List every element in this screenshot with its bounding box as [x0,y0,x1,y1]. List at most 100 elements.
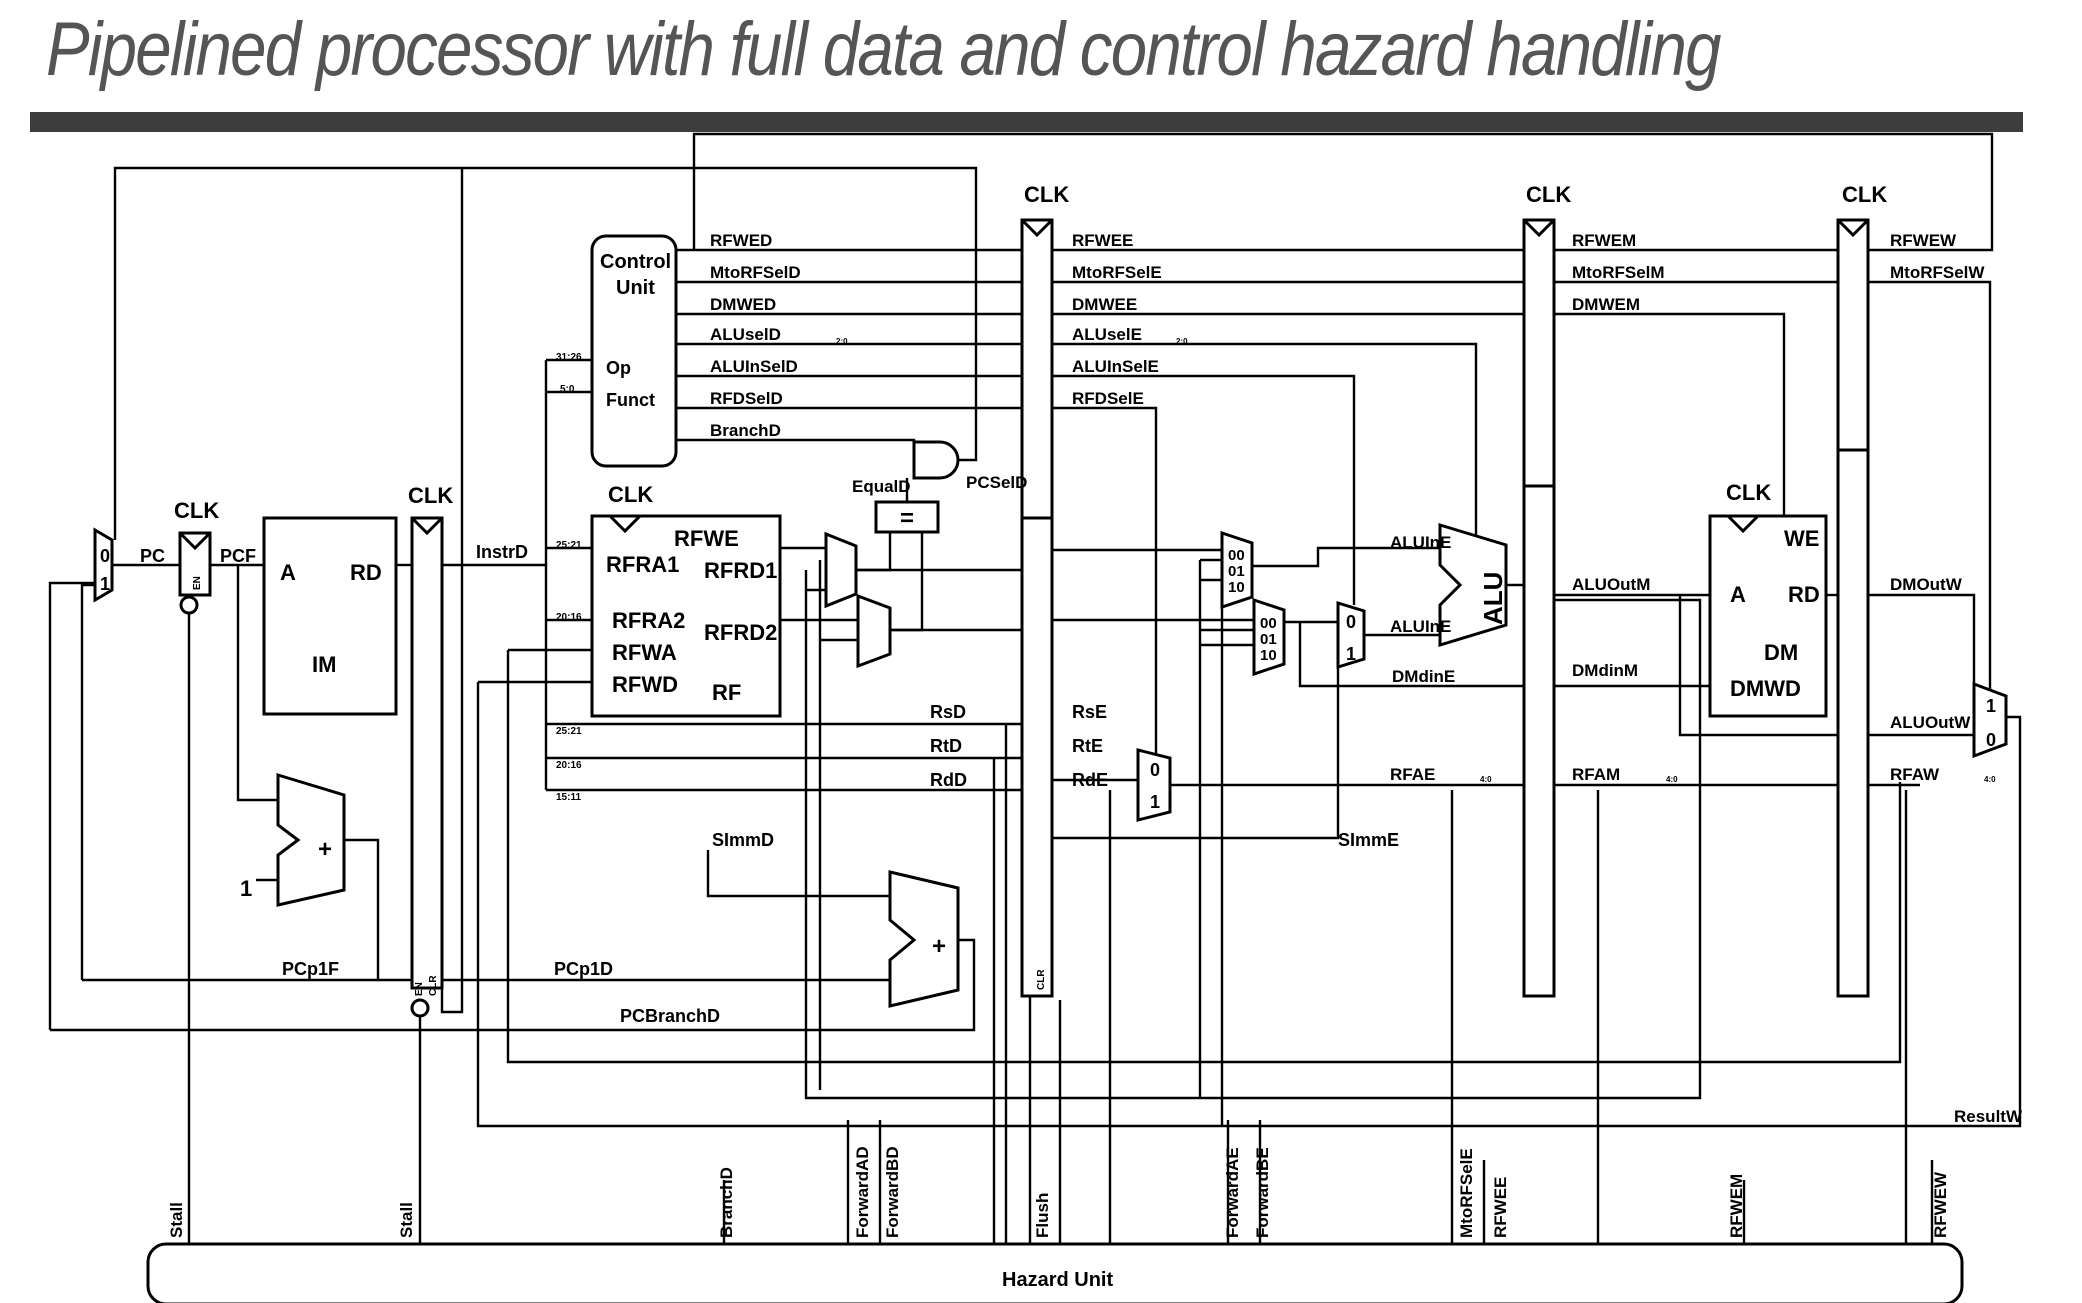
dm-name: DM [1764,640,1798,665]
rfwee-label: RFWEE [1072,231,1133,250]
mem-wb-register-control [1836,218,1870,452]
pc-mux-0: 0 [100,546,110,566]
control-unit [590,234,678,468]
register-file [590,514,782,718]
id-ex-register [1020,516,1054,998]
aluseld-width: 2:0 [836,337,848,346]
dmdine-label: DMdinE [1392,667,1455,686]
hazard-rfwew: RFWEW [1931,1171,1950,1238]
bits-15-11: 15:11 [556,792,581,803]
resultw-label: ResultW [1954,1107,2023,1126]
rte-label: RtE [1072,736,1103,756]
if-id-clock-notch [410,516,444,536]
aluseld-label: ALUselD [710,325,781,344]
result-mux-1: 1 [1986,696,1996,716]
dmoutw-label: DMOutW [1890,575,1963,594]
fwd-ae-00: 00 [1228,547,1245,564]
rfwed-label: RFWED [710,231,772,250]
clk-memwb-label: CLK [1842,182,1887,207]
id-ex-clock-notch [1020,218,1054,238]
idex-clr-label: CLR [1036,969,1047,990]
branch-target-adder [888,870,960,1008]
hazard-unit-name: Hazard Unit [1002,1269,1113,1291]
branch-and-gate [912,440,960,480]
bits-25-21-b: 25:21 [556,726,582,737]
rfae-width: 4:0 [1480,775,1492,784]
forward-ad-mux [824,531,858,609]
im-name: IM [312,652,336,677]
mtorfseld-label: MtoRFSelD [710,263,801,282]
hazard-forwardbd: ForwardBD [883,1146,902,1238]
alu-src-mux [1336,600,1366,670]
hazard-forwardad: ForwardAD [853,1146,872,1238]
pc-clock-notch [178,531,212,551]
result-mux [1972,681,2008,759]
dm-we-label: WE [1784,526,1819,551]
pc-en-label: EN [192,576,203,590]
pc-enable-bubble [179,595,199,615]
hazard-rfwem: RFWEM [1727,1174,1746,1238]
rfam-width: 4:0 [1666,775,1678,784]
branchd-label: BranchD [710,421,781,440]
simme-label: SImmE [1338,830,1399,850]
aluin1-label: ALUInE [1390,533,1451,552]
aluinsele-label: ALUInSelE [1072,357,1159,376]
instruction-memory [262,516,398,716]
comparator-eq: = [900,505,914,532]
equald-label: EqualD [852,477,911,496]
rf-rd1-label: RFRD1 [704,558,777,583]
rfae-label: RFAE [1390,765,1435,784]
dmwem-label: DMWEM [1572,295,1640,314]
hazard-forwardbe: ForwardBE [1253,1147,1272,1238]
aluinseld-label: ALUInSelD [710,357,798,376]
hazard-flush: Flush [1033,1193,1052,1238]
rf-rd2-label: RFRD2 [704,620,777,645]
rf-wd-label: RFWD [612,672,678,697]
pcp1f-label: PCp1F [282,959,339,979]
fwd-be-10: 10 [1260,647,1277,664]
rsd-label: RsD [930,702,966,722]
rfam-label: RFAM [1572,765,1620,784]
mem-wb-register [1836,448,1870,998]
ifid-clr-label: CLR [428,975,439,996]
control-op: Op [606,358,631,378]
hazard-branchd: BranchD [717,1167,736,1238]
pcseld-label: PCSelD [966,473,1027,492]
fwd-ae-01: 01 [1228,563,1245,580]
fwd-be-00: 00 [1260,615,1277,632]
clk-ifid-label: CLK [408,483,453,508]
clk-idex-label: CLK [1024,182,1069,207]
hazard-stall-1: Stall [167,1202,186,1238]
forward-bd-mux [856,593,892,669]
mtorfselw-label: MtoRFSelW [1890,263,1985,282]
if-id-enable-bubble [410,998,430,1018]
aluoutw-label: ALUOutW [1890,713,1971,732]
dest-mux-0: 0 [1150,760,1160,780]
wires [48,132,2022,1244]
dm-clock-notch [1726,514,1760,534]
alusrc-mux-0: 0 [1346,612,1356,632]
aluoutm-label: ALUOutM [1572,575,1650,594]
aluin2-label: ALUInE [1390,617,1451,636]
rf-clock-notch [608,514,642,534]
hazard-forwardae: ForwardAE [1223,1147,1242,1238]
instrd-label: InstrD [476,542,528,562]
rfdseld-label: RFDSelD [710,389,783,408]
dmwed-label: DMWED [710,295,776,314]
title-divider [30,112,2023,132]
fwd-ae-10: 10 [1228,579,1245,596]
rf-ra1-label: RFRA1 [606,552,679,577]
dmdinm-label: DMdinM [1572,661,1638,680]
result-mux-0: 0 [1986,730,1996,750]
control-unit-line1: Control [600,251,671,273]
clk-dm-label: CLK [1726,480,1771,505]
pc-mux-1: 1 [100,574,110,594]
pc-mux [93,527,114,603]
bits-25-21-a: 25:21 [556,540,582,551]
control-unit-line2: Unit [616,277,655,299]
if-id-register [410,516,444,990]
rfdsele-label: RFDSelE [1072,389,1144,408]
rfwem-label: RFWEM [1572,231,1636,250]
dm-rd-label: RD [1788,582,1820,607]
